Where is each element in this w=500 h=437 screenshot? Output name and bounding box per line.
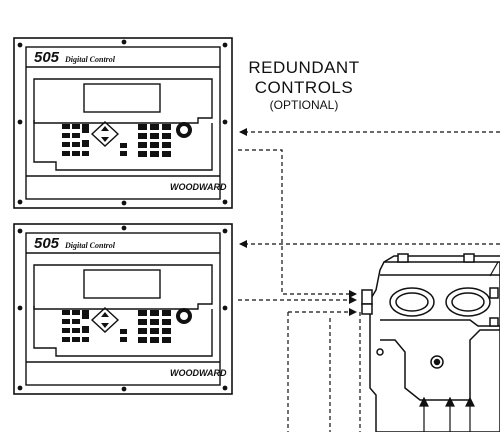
optional-label: (OPTIONAL) xyxy=(269,98,339,112)
controls-label: CONTROLS xyxy=(254,78,354,97)
screw-icon xyxy=(17,225,228,392)
estop-button-icon xyxy=(176,308,192,324)
panel-brand-label: WOODWARD xyxy=(170,368,227,378)
panel-bottom-logo: 505 Digital Control xyxy=(34,235,116,252)
panel-model-label: 505 xyxy=(34,49,60,66)
arrow-icon xyxy=(419,261,499,432)
actuator-body xyxy=(361,253,500,433)
panel-brand-label: WOODWARD xyxy=(170,182,227,192)
navigation-diamond-icon xyxy=(90,121,120,147)
panel-model-label: 505 xyxy=(34,235,60,252)
panel-subtitle-label: Digital Control xyxy=(64,241,116,250)
navigation-diamond-icon xyxy=(90,307,120,333)
control-panel-top xyxy=(13,37,233,209)
control-panel-bottom xyxy=(13,223,233,395)
panel-subtitle-label: Digital Control xyxy=(64,55,116,64)
redundant-label: REDUNDANT xyxy=(248,58,360,77)
panel-top-logo: 505 Digital Control xyxy=(34,49,116,66)
keypad-icon xyxy=(62,310,171,343)
screw-icon xyxy=(17,39,228,206)
wiring-lines xyxy=(238,128,500,432)
estop-button-icon xyxy=(176,122,192,138)
keypad-icon xyxy=(62,124,171,157)
